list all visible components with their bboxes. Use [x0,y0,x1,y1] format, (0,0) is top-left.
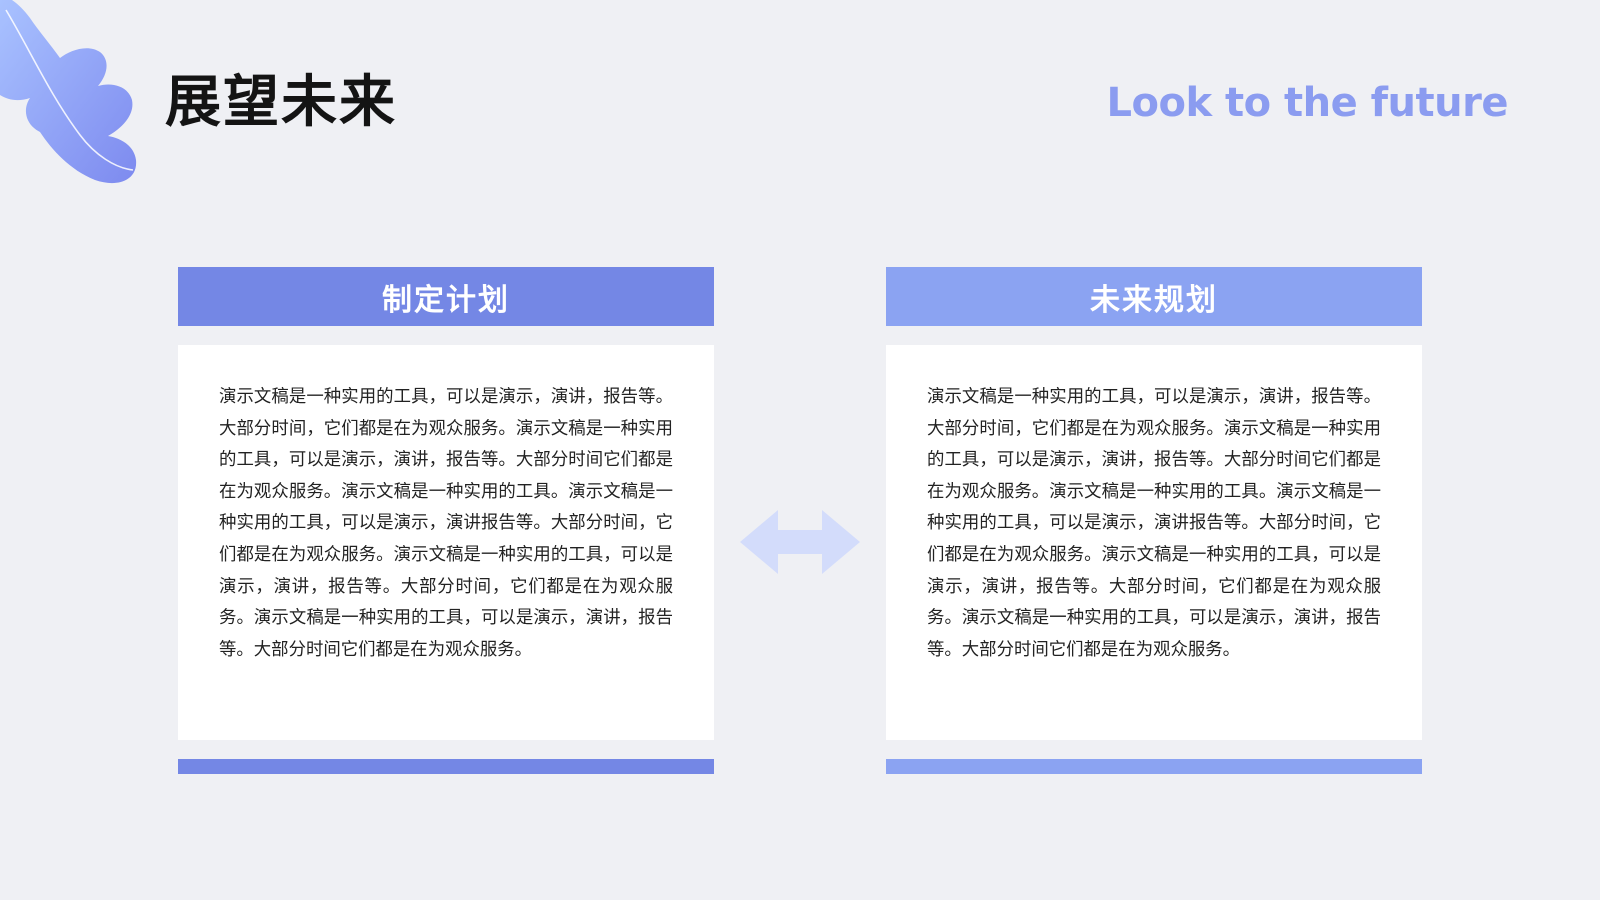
card-header-plan: 制定计划 [178,267,714,326]
card-heading: 未来规划 [1090,282,1218,318]
double-arrow-icon [740,510,860,574]
card-footer-bar [886,759,1422,774]
card-text: 演示文稿是一种实用的工具，可以是演示，演讲，报告等。大部分时间，它们都是在为观众… [219,387,673,660]
page-title: 展望未来 [165,70,397,135]
card-footer-bar [178,759,714,774]
card-body-future: 演示文稿是一种实用的工具，可以是演示，演讲，报告等。大部分时间，它们都是在为观众… [886,345,1422,740]
leaf-icon [0,0,137,184]
page-subtitle: Look to the future [1106,80,1509,126]
card-header-future: 未来规划 [886,267,1422,326]
card-body-plan: 演示文稿是一种实用的工具，可以是演示，演讲，报告等。大部分时间，它们都是在为观众… [178,345,714,740]
card-text: 演示文稿是一种实用的工具，可以是演示，演讲，报告等。大部分时间，它们都是在为观众… [927,387,1381,660]
card-heading: 制定计划 [382,282,510,318]
